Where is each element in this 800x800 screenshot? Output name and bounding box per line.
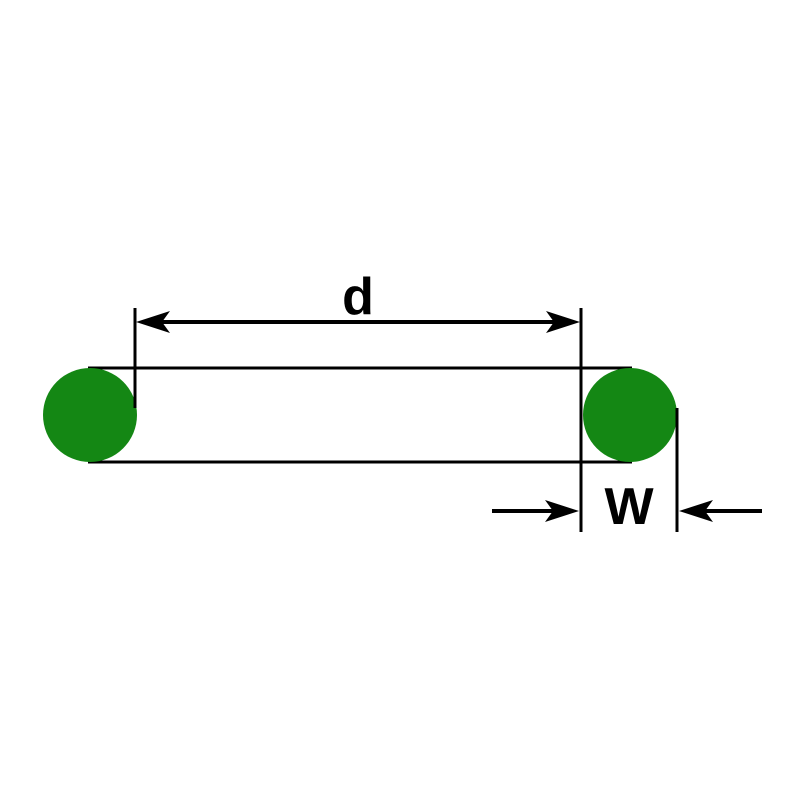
d-arrowhead-right <box>546 311 580 333</box>
w-arrowhead-left <box>545 500 579 522</box>
d-arrowhead-left <box>136 311 170 333</box>
label-inner-diameter: d <box>342 268 374 326</box>
oring-cross-section-right <box>583 368 677 462</box>
label-cross-section-width: W <box>604 478 654 536</box>
w-arrowhead-right <box>679 500 713 522</box>
oring-cross-section-left <box>43 368 137 462</box>
